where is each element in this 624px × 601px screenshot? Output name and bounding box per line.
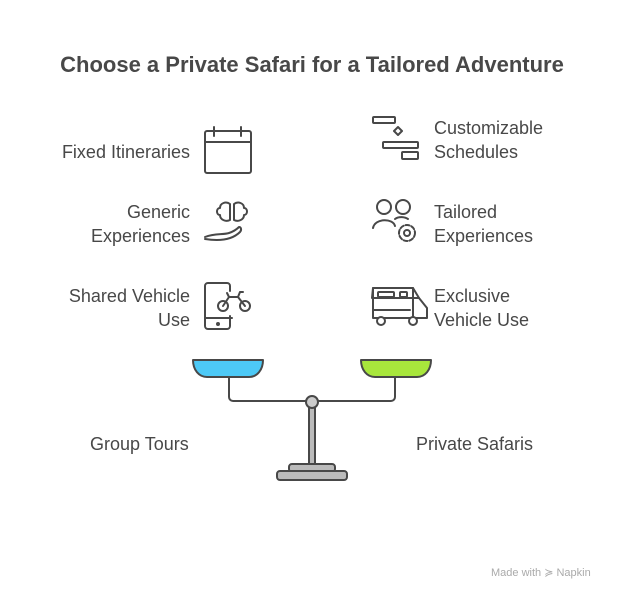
diagram-title: Choose a Private Safari for a Tailored A… — [60, 52, 564, 77]
label-line: Exclusive — [434, 286, 511, 306]
napkin-logo-icon: ≽ — [544, 567, 554, 579]
left-pan — [192, 359, 264, 378]
label-line: Customizable — [434, 118, 544, 138]
label-line: Fixed Itineraries — [61, 142, 190, 162]
fixed-itineraries-label: Fixed Itineraries — [62, 140, 190, 164]
private-safaris-label: Private Safaris — [416, 434, 534, 454]
made-with-text: Made with — [491, 567, 542, 579]
label-line: Tailored — [434, 202, 498, 222]
scale-pivot — [305, 395, 319, 409]
group-tours-label: Group Tours — [90, 434, 189, 454]
brand-text: Napkin — [556, 567, 591, 579]
label-line: Vehicle Use — [434, 310, 530, 330]
scale-base — [276, 470, 348, 481]
users-gear-icon — [372, 199, 416, 242]
label-line: Experiences — [434, 226, 534, 246]
napkin-footer: Made with ≽ Napkin — [491, 566, 591, 579]
label-line: Generic — [126, 202, 190, 222]
label-line: Shared Vehicle — [68, 286, 190, 306]
balance-scale — [192, 359, 432, 481]
phone-bike-icon — [204, 282, 251, 330]
camper-van-icon — [371, 287, 428, 326]
calendar-icon — [204, 126, 252, 174]
scale-pole — [308, 406, 316, 466]
gantt-icon — [372, 116, 419, 160]
brain-hand-icon — [204, 201, 248, 242]
label-line: Schedules — [434, 142, 519, 162]
label-line: Use — [157, 310, 190, 330]
label-line: Experiences — [90, 226, 190, 246]
right-pan — [360, 359, 432, 378]
